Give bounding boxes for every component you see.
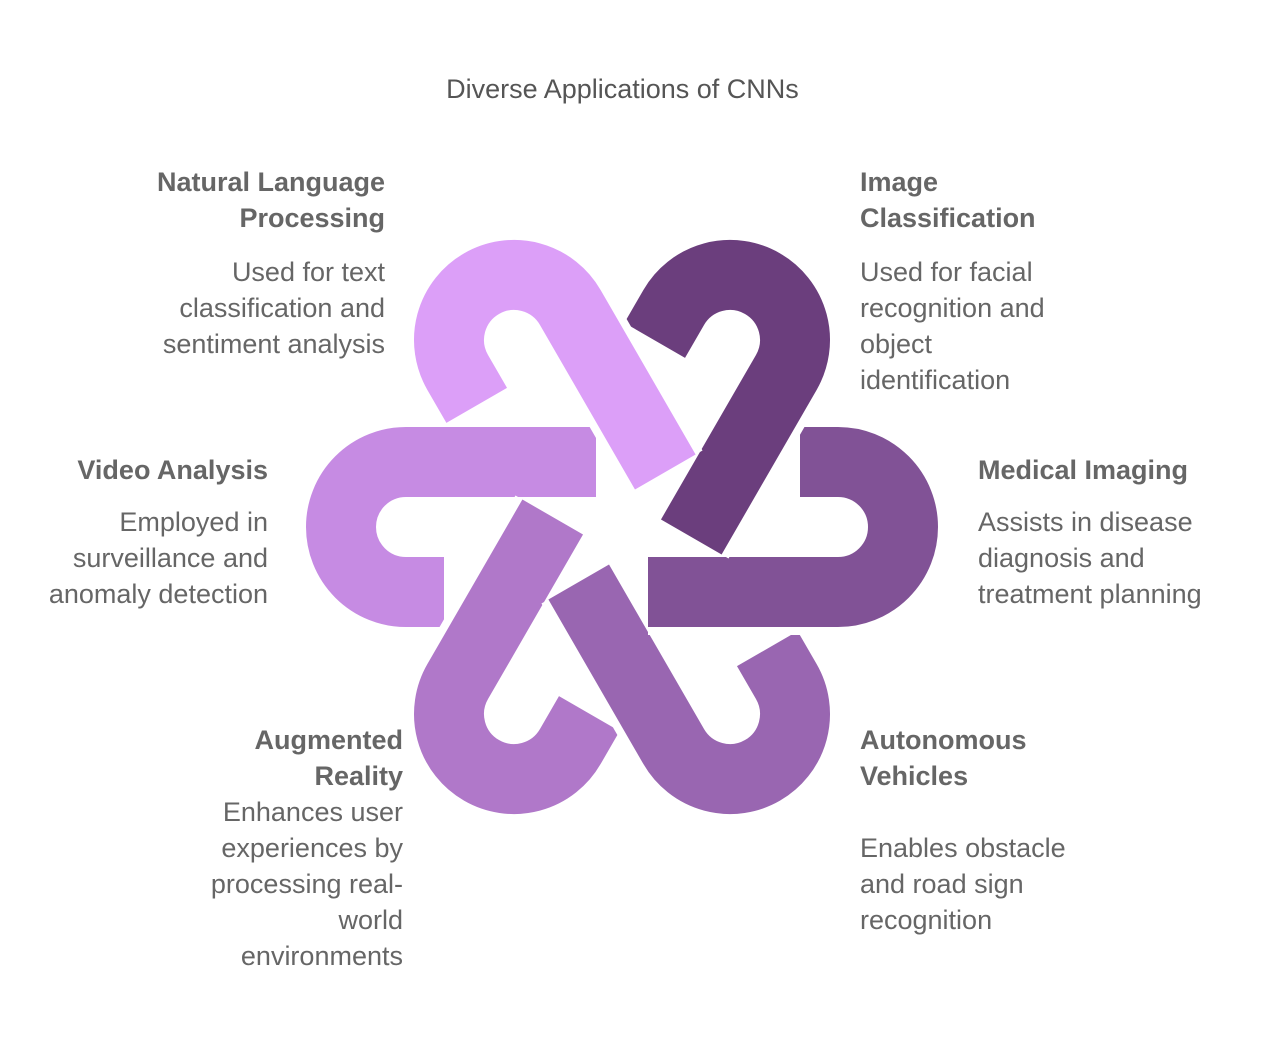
item-video-analysis: Video Analysis Employed in surveillance … (40, 452, 268, 612)
item-text: Enables obstacle and road sign recogniti… (860, 833, 1066, 935)
loop-shape (617, 231, 838, 559)
loop-shape (648, 419, 946, 635)
item-text: Used for text classification and sentime… (162, 257, 385, 359)
item-text: Enhances user experiences by processing … (210, 797, 403, 971)
loop-shape (406, 495, 627, 823)
item-text: Used for facial recognition and object i… (860, 257, 1045, 395)
item-text: Assists in disease diagnosis and treatme… (978, 507, 1202, 609)
item-heading: Medical Imaging (978, 455, 1189, 485)
item-heading: Image Classification (860, 167, 1036, 233)
loop-band (548, 564, 830, 815)
item-heading: Autonomous Vehicles (860, 725, 1027, 791)
item-heading: Video Analysis (77, 455, 268, 485)
item-augmented-reality: Augmented Reality Enhances user experien… (173, 722, 403, 974)
item-medical-imaging: Medical Imaging Assists in disease diagn… (978, 452, 1228, 612)
item-heading: Natural Language Processing (156, 167, 385, 233)
loop-band (414, 499, 620, 815)
item-image-classification: Image Classification Used for facial rec… (860, 164, 1080, 398)
item-nlp: Natural Language Processing Used for tex… (55, 164, 385, 362)
loop-band (414, 239, 696, 490)
item-text: Employed in surveillance and anomaly det… (48, 507, 268, 609)
loop-shape (406, 231, 703, 494)
diagram-title: Diverse Applications of CNNs (446, 74, 799, 104)
loop-band (306, 427, 596, 627)
item-autonomous-vehicles: Autonomous Vehicles Enables obstacle and… (860, 722, 1100, 938)
loop-shape (541, 560, 838, 823)
loop-band (648, 427, 938, 627)
item-heading: Augmented Reality (254, 725, 404, 791)
loop-shape (298, 419, 596, 635)
loop-band (624, 239, 830, 555)
